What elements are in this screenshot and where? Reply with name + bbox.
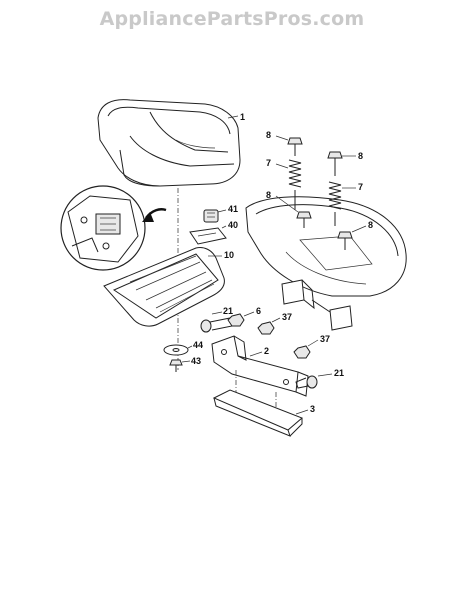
fender xyxy=(245,196,407,297)
callout-switch: 41 xyxy=(228,204,238,214)
detail-view xyxy=(60,185,146,271)
base-plate[interactable] xyxy=(212,389,303,437)
callout-nut-upper: 37 xyxy=(282,312,292,322)
frame-tab xyxy=(281,279,353,331)
callout-fender-spring-left: 7 xyxy=(266,158,271,168)
leader-line xyxy=(249,351,263,357)
seat[interactable] xyxy=(97,99,241,187)
leader-line xyxy=(295,409,309,415)
detail-arrow-head xyxy=(142,212,154,222)
seat-bracket[interactable] xyxy=(211,335,309,397)
leader-line xyxy=(187,345,193,349)
callout-bracket: 2 xyxy=(264,346,269,356)
callout-fender-bolt-right-lower: 8 xyxy=(368,220,373,230)
small-bolt[interactable] xyxy=(169,359,183,372)
bracket-bolt[interactable] xyxy=(295,375,318,389)
callout-nut-mid: 37 xyxy=(320,334,330,344)
leader-line xyxy=(211,311,223,315)
fender-mount-left[interactable] xyxy=(287,137,312,228)
fender-mount-right[interactable] xyxy=(327,151,353,250)
callout-fender-bolt-right: 8 xyxy=(358,151,363,161)
callout-bolt-bracket: 21 xyxy=(334,368,344,378)
leader-line xyxy=(221,225,227,229)
nut-mid[interactable] xyxy=(293,345,311,359)
leader-line xyxy=(317,373,333,377)
pan-bolt[interactable] xyxy=(200,317,233,333)
switch-bracket[interactable] xyxy=(189,227,227,245)
callout-fender-bolt-left: 8 xyxy=(266,130,271,140)
leader-line xyxy=(181,360,191,363)
callout-switch-bracket: 40 xyxy=(228,220,238,230)
callout-nut-pan: 6 xyxy=(256,306,261,316)
leader-line xyxy=(307,339,319,347)
callout-bolt-pan: 21 xyxy=(223,306,233,316)
leader-line xyxy=(351,225,367,233)
callout-washer: 44 xyxy=(193,340,203,350)
callout-base-plate: 3 xyxy=(310,404,315,414)
callout-fender-bolt-left-lower: 8 xyxy=(266,190,271,200)
seat-pan[interactable] xyxy=(103,247,225,327)
seat-switch[interactable] xyxy=(203,209,219,223)
leader-line xyxy=(243,311,255,317)
callout-small-bolt: 43 xyxy=(191,356,201,366)
callout-seat: 1 xyxy=(240,112,245,122)
watermark-logo: AppliancePartsPros.com xyxy=(99,8,365,30)
leader-line xyxy=(217,209,227,213)
callout-seat-pan: 10 xyxy=(224,250,234,260)
leader-line xyxy=(275,195,299,213)
leader-line xyxy=(275,163,289,169)
leader-line xyxy=(275,135,289,141)
pan-nut[interactable] xyxy=(227,313,245,327)
washer[interactable] xyxy=(163,344,189,356)
leader-line xyxy=(271,317,281,323)
nut-upper[interactable] xyxy=(257,321,275,335)
callout-fender-spring-right: 7 xyxy=(358,182,363,192)
leader-line xyxy=(227,115,239,119)
